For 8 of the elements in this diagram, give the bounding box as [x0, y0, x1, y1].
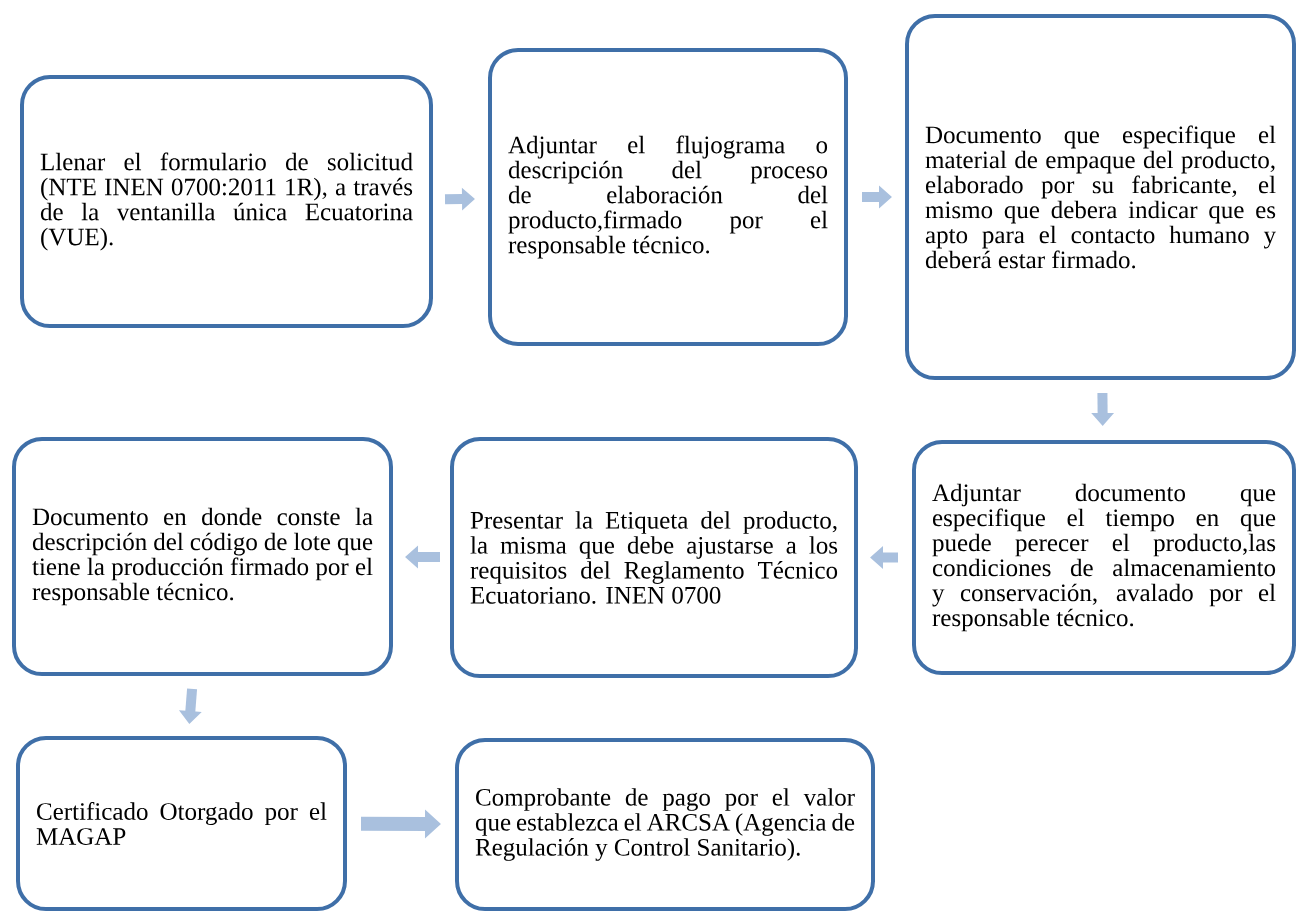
process-box: Presentar la Etiqueta del producto, la misma que debe ajustarse a los requisitos del Reglamento Técnico Ecuatoriano. INEN 0700 — [450, 437, 858, 678]
process-box: Adjuntar el flujograma o descripción del proceso de elaboración del producto,firmado por el responsable técnico. — [488, 48, 848, 346]
process-box: Documento en donde conste la descripción del código de lote que tiene la producción firmado por el responsable técnico. — [12, 437, 393, 676]
process-box: Llenar el formulario de solicitud (NTE INEN 0700:2011 1R), a través de la ventanilla única Ecuatorina (VUE). — [20, 75, 433, 328]
process-box: Comprobante de pago por el valor que establezca el ARCSA (Agencia de Regulación y Control Sanitario). — [455, 738, 875, 911]
process-box: Documento que especifique el material de empaque del producto, elaborado por su fabricante, el mismo que debera indicar que es apto para el contacto humano y deberá estar firmado. — [905, 14, 1296, 380]
process-box: Certificado Otorgado por el MAGAP — [16, 736, 347, 911]
process-box: Adjuntar documento que especifique el tiempo en que puede perecer el producto,las condiciones de almacenamiento y conservación, avalado por el responsable técnico. — [912, 440, 1296, 675]
